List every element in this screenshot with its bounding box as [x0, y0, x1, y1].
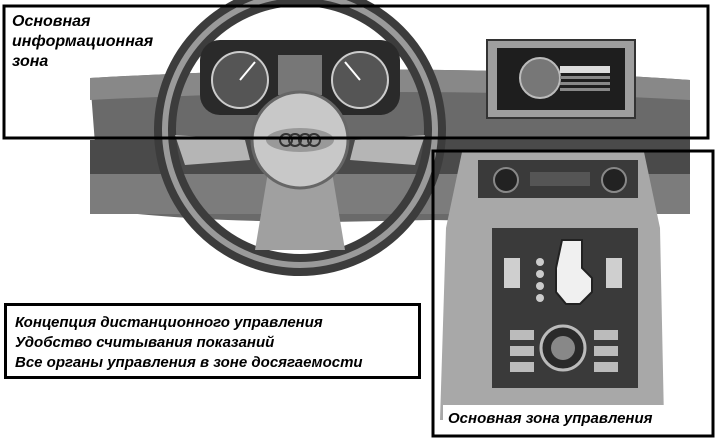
control-knob-icon — [539, 324, 587, 372]
steering-wheel-icon — [154, 0, 446, 276]
control-zone-label: Основная зона управления — [448, 410, 653, 427]
mmi-display-icon — [486, 39, 636, 119]
info-zone-frame — [2, 4, 710, 140]
info-zone-label-line: информационная — [12, 33, 154, 50]
center-console — [440, 152, 664, 420]
info-zone-label-line: Основная — [12, 13, 91, 30]
gear-shifter-icon — [555, 239, 593, 305]
concept-line: Удобство считывания показаний — [15, 334, 275, 351]
concept-box: Концепция дистанционного управления Удоб… — [4, 303, 421, 379]
concept-line: Все органы управления в зоне досягаемост… — [15, 354, 363, 371]
instrument-cluster-icon — [200, 40, 400, 115]
concept-line: Концепция дистанционного управления — [15, 314, 323, 331]
control-zone-frame — [431, 149, 715, 438]
info-zone-label: Основная информационная зона — [12, 12, 153, 72]
info-zone-label-line: зона — [12, 53, 49, 70]
